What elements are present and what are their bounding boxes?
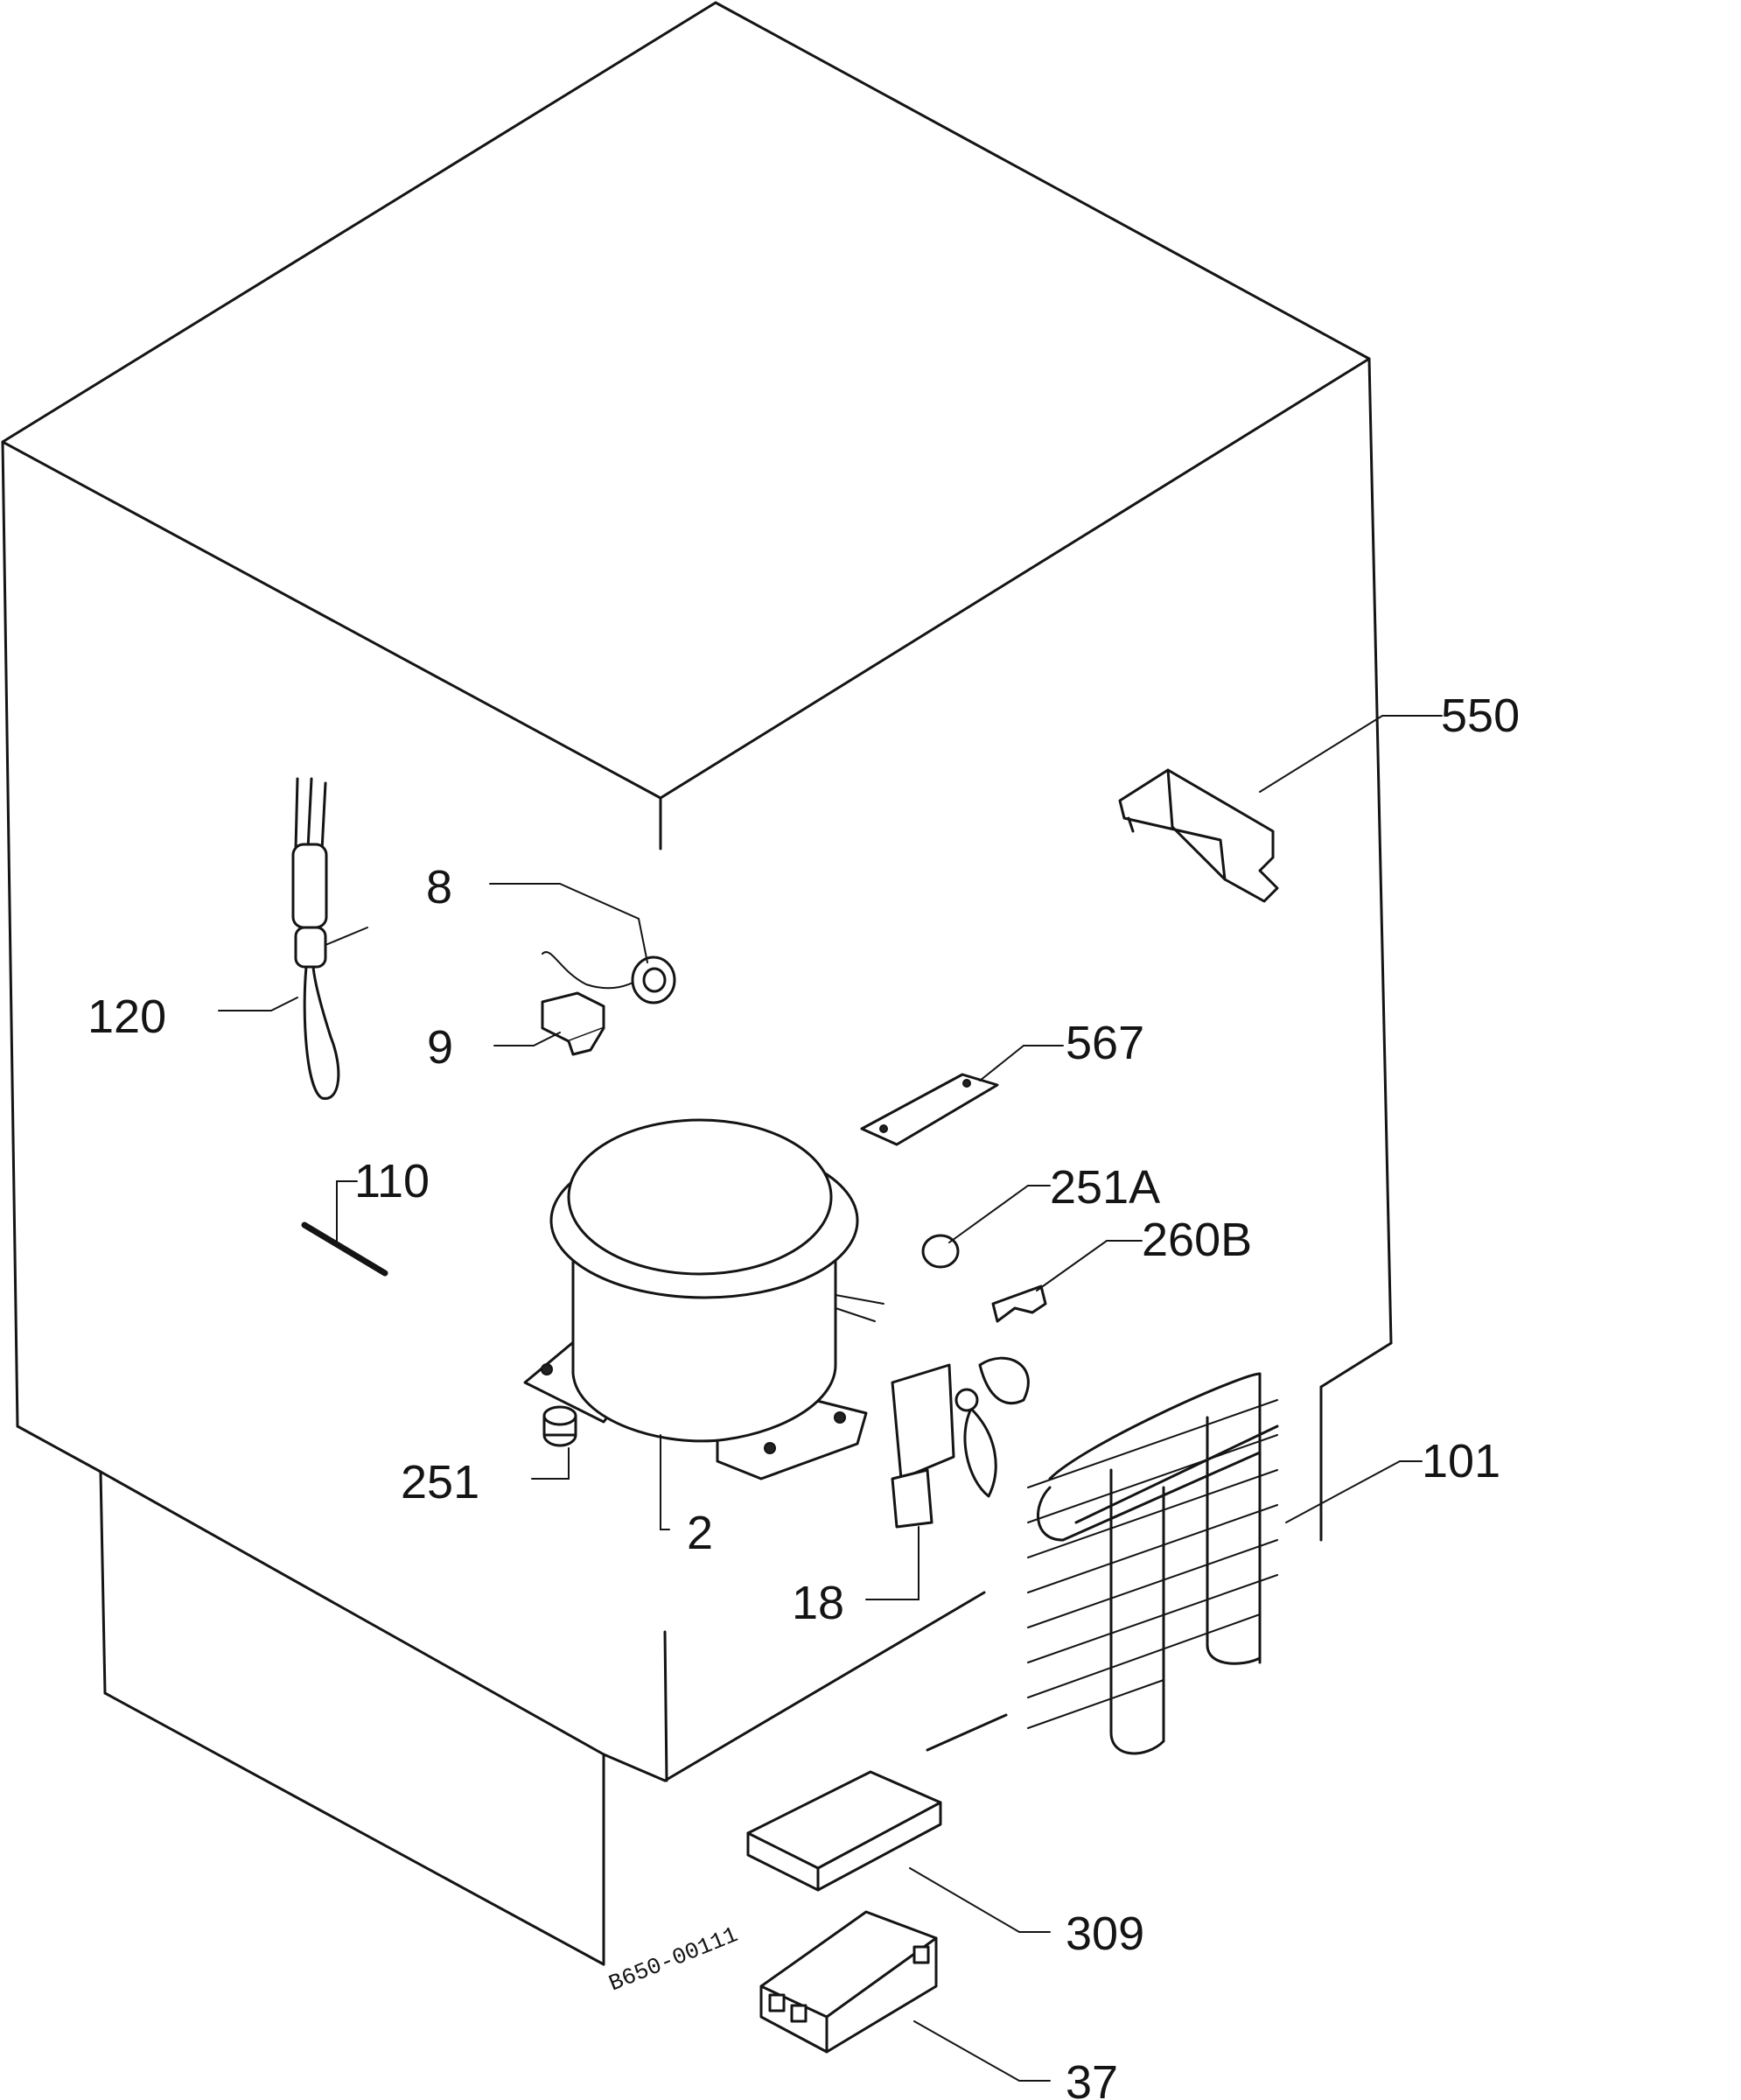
drain-rod-part bbox=[301, 1222, 388, 1277]
clip-part bbox=[991, 1284, 1047, 1323]
thermostat-part bbox=[291, 777, 368, 1100]
callout-110: 110 bbox=[354, 1155, 430, 1208]
cover-box-part bbox=[746, 1770, 942, 1892]
leader-lines bbox=[218, 715, 1443, 2082]
callout-labels: 120 8 9 110 251 2 550 567 251A 260B 18 1… bbox=[87, 690, 1520, 2100]
relay-part bbox=[541, 991, 605, 1056]
condenser-part bbox=[1027, 1372, 1279, 1755]
callout-120: 120 bbox=[87, 990, 166, 1043]
cabinet-outline bbox=[1, 1, 1393, 1966]
condenser-fins bbox=[1027, 1399, 1278, 1729]
bracket-part bbox=[1118, 768, 1279, 903]
callout-251: 251 bbox=[401, 1456, 479, 1508]
terminal-box-part bbox=[759, 1910, 938, 2054]
fan-motor-part bbox=[891, 1356, 1030, 1529]
callout-251a: 251A bbox=[1050, 1161, 1160, 1214]
callout-260b: 260B bbox=[1142, 1214, 1252, 1266]
callout-37: 37 bbox=[1066, 2056, 1118, 2100]
callout-101: 101 bbox=[1422, 1435, 1500, 1488]
overload-protector-part bbox=[542, 951, 676, 1004]
compressor-part bbox=[523, 1118, 884, 1480]
callout-9: 9 bbox=[427, 1021, 453, 1074]
callout-8: 8 bbox=[426, 861, 452, 914]
callout-567: 567 bbox=[1066, 1017, 1144, 1069]
grommet-part bbox=[542, 1405, 577, 1447]
drawing-code: B650-00111 bbox=[605, 1922, 742, 1997]
callout-18: 18 bbox=[792, 1577, 844, 1629]
plate-part bbox=[860, 1073, 999, 1146]
callout-550: 550 bbox=[1441, 690, 1520, 742]
callout-2: 2 bbox=[687, 1507, 713, 1559]
callout-309: 309 bbox=[1066, 1908, 1144, 1960]
